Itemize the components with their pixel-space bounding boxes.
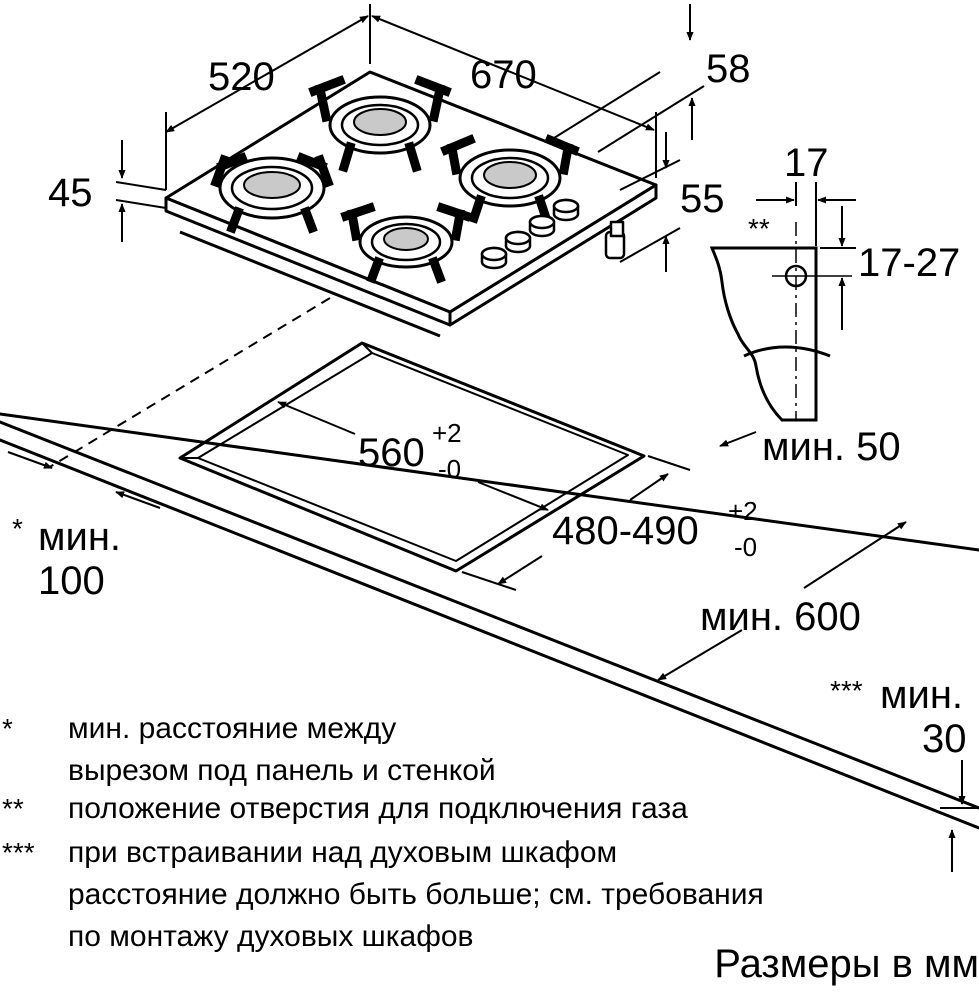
label-min-50: мин. 50 bbox=[762, 425, 901, 469]
footnote-text: при встраивании над духовым шкафом bbox=[68, 836, 618, 869]
svg-text:-0: -0 bbox=[734, 532, 757, 562]
svg-text:-0: -0 bbox=[438, 454, 461, 484]
hob bbox=[164, 70, 658, 338]
dim-line-480-top bbox=[629, 473, 669, 501]
worktop bbox=[0, 412, 979, 830]
svg-text:480-490: 480-490 bbox=[552, 509, 699, 553]
hob-dimensions bbox=[115, 4, 705, 272]
label-58: 58 bbox=[706, 47, 751, 91]
footnote-mark: * bbox=[2, 713, 13, 744]
dim-arrow-min100-right bbox=[115, 491, 161, 509]
dim-line-560-left bbox=[277, 401, 356, 435]
cutout-inner-depth-edge bbox=[361, 342, 373, 354]
label-17: 17 bbox=[784, 141, 829, 185]
burner-right bbox=[440, 134, 580, 224]
label-min-600: мин. 600 bbox=[700, 595, 861, 639]
gas-connector bbox=[604, 220, 626, 260]
units-caption: Размеры в мм bbox=[714, 942, 979, 986]
cutout bbox=[178, 341, 646, 573]
hob-side-face bbox=[448, 183, 658, 327]
dimension-labels: 520 670 58 45 55 17 17-27 ** 560 +2 -0 4… bbox=[12, 47, 967, 761]
svg-text:560: 560 bbox=[358, 431, 425, 475]
svg-text:мин.: мин. bbox=[38, 515, 121, 559]
dim-arrow-min100-left bbox=[7, 451, 53, 469]
svg-text:+2: +2 bbox=[432, 418, 462, 448]
label-gas-mark: ** bbox=[748, 213, 770, 244]
footnote-text: по монтажу духовых шкафов bbox=[68, 920, 474, 953]
cutout-outer bbox=[178, 341, 646, 573]
control-knobs bbox=[480, 198, 580, 270]
cutout-dimensions bbox=[7, 401, 979, 872]
burner-left bbox=[210, 152, 334, 234]
gas-detail bbox=[709, 182, 856, 422]
label-17-27: 17-27 bbox=[858, 241, 960, 285]
knob-1 bbox=[480, 246, 508, 270]
label-55: 55 bbox=[680, 177, 725, 221]
projection-dashed-line bbox=[47, 297, 331, 469]
footnote-text: положение отверстия для подключения газа bbox=[68, 792, 688, 825]
dim-line-520 bbox=[165, 15, 369, 133]
svg-text:*: * bbox=[12, 513, 23, 544]
burner-front bbox=[340, 202, 472, 284]
dim-line-min600-top bbox=[803, 521, 907, 589]
svg-text:100: 100 bbox=[38, 559, 105, 603]
footnote-text: мин. расстояние между bbox=[68, 712, 397, 745]
svg-text:30: 30 bbox=[922, 717, 967, 761]
dim-line-480-bottom bbox=[497, 555, 543, 585]
label-min-100: * мин. 100 bbox=[12, 513, 121, 603]
label-560: 560 +2 -0 bbox=[358, 418, 462, 484]
footnote-mark: ** bbox=[2, 793, 24, 824]
hob-underside-edge bbox=[179, 230, 441, 338]
svg-text:+2: +2 bbox=[728, 496, 758, 526]
knob-2 bbox=[504, 230, 532, 254]
knob-3 bbox=[528, 214, 556, 238]
gas-detail-break-line bbox=[743, 345, 831, 358]
label-480-490: 480-490 +2 -0 bbox=[552, 496, 758, 562]
dim-line-560-right bbox=[477, 481, 549, 511]
svg-text:мин.: мин. bbox=[880, 673, 963, 717]
svg-text:***: *** bbox=[830, 675, 863, 706]
worktop-back-edge bbox=[0, 412, 979, 552]
label-670: 670 bbox=[470, 53, 537, 97]
worktop-front-bottom-edge bbox=[0, 438, 979, 830]
label-min-30: *** мин. 30 bbox=[830, 673, 967, 761]
worktop-front-top-edge bbox=[0, 420, 979, 810]
label-520: 520 bbox=[208, 55, 275, 99]
footnote-text: вырезом под панель и стенкой bbox=[68, 754, 496, 787]
dim-arrow-min50 bbox=[719, 431, 757, 447]
footnote-mark: *** bbox=[2, 837, 35, 868]
gas-detail-profile bbox=[709, 246, 818, 422]
dim-line-670 bbox=[371, 15, 655, 131]
cutout-inner bbox=[197, 352, 629, 562]
label-45: 45 bbox=[48, 171, 93, 215]
knob-4 bbox=[552, 198, 580, 222]
footnote-text: расстояние должно быть больше; см. требо… bbox=[68, 878, 764, 911]
dim-line-min600-bottom bbox=[657, 629, 743, 681]
